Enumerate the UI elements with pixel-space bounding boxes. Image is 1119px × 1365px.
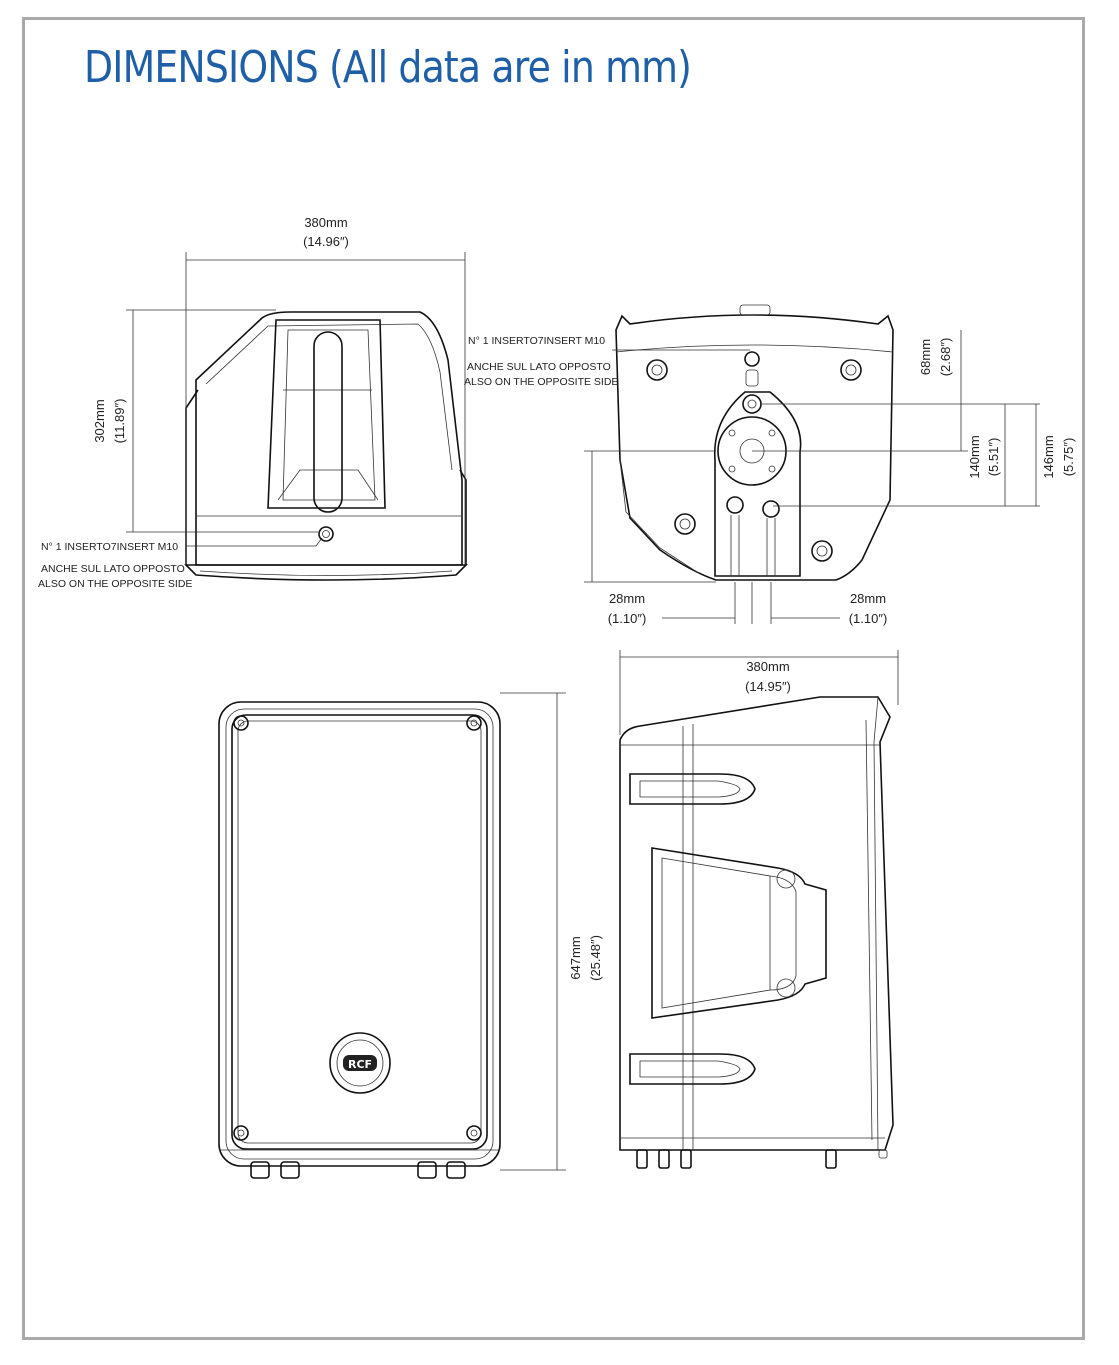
top-opposite-note-it: ANCHE SUL LATO OPPOSTO — [41, 563, 185, 575]
dim-146-in: (5.75″) — [1061, 438, 1076, 477]
rcf-logo-badge — [329, 1032, 391, 1094]
front-height-mm: 647mm — [568, 936, 583, 979]
dim-28a-in: (1.10″) — [608, 611, 647, 626]
bottom-screw — [674, 513, 696, 535]
side-handle-lower — [629, 1053, 756, 1085]
side-depth-mm: 380mm — [746, 659, 789, 674]
dim-28a-mm: 28mm — [609, 591, 645, 606]
top-height-mm: 302mm — [92, 399, 107, 442]
top-height-in: (11.89″) — [112, 399, 127, 444]
bottom-opposite-note-en: ALSO ON THE OPPOSITE SIDE — [464, 376, 618, 388]
side-handle-upper — [629, 773, 756, 805]
side-view: 380mm (14.95″) — [619, 650, 899, 1169]
side-cabinet — [619, 696, 894, 1151]
dim-68-mm: 68mm — [918, 339, 933, 375]
dim-140-mm: 140mm — [967, 435, 982, 478]
top-opposite-note-en: ALSO ON THE OPPOSITE SIDE — [38, 578, 192, 590]
front-cabinet — [218, 701, 501, 1167]
bottom-opposite-note-it: ANCHE SUL LATO OPPOSTO — [467, 361, 611, 373]
top-view-body — [195, 311, 463, 566]
bottom-screw — [646, 359, 668, 381]
bottom-insert-note: N° 1 INSERTO7INSERT M10 — [468, 335, 605, 347]
top-handle-frame — [267, 319, 386, 509]
front-grille — [231, 714, 488, 1150]
top-insert-note: N° 1 INSERTO7INSERT M10 — [41, 541, 178, 553]
page-frame — [22, 17, 1085, 1340]
rcf-logo: RCF — [348, 1058, 372, 1071]
top-width-mm: 380mm — [304, 215, 347, 230]
side-recess — [651, 847, 827, 1019]
page-title: DIMENSIONS (All data are in mm) — [84, 42, 692, 93]
dim-28b-mm: 28mm — [850, 591, 886, 606]
top-width-in: (14.96″) — [303, 234, 349, 249]
pole-mount-plate — [713, 391, 802, 577]
bottom-insert-m10 — [742, 394, 762, 414]
dim-28b-in: (1.10″) — [849, 611, 888, 626]
dim-146-mm: 146mm — [1041, 435, 1056, 478]
bottom-screw — [811, 540, 833, 562]
bottom-screw — [840, 359, 862, 381]
bottom-view-body — [615, 314, 894, 581]
front-view: RCF 647mm (25.48″) — [218, 692, 603, 1179]
top-insert-m10 — [318, 526, 334, 542]
front-height-in: (25.48″) — [588, 935, 603, 981]
dim-68-in: (2.68″) — [938, 338, 953, 377]
bottom-view: N° 1 INSERTO7INSERT M10 ANCHE SUL LATO O… — [464, 304, 1076, 626]
top-view: N° 1 INSERTO7INSERT M10 ANCHE SUL LATO O… — [38, 215, 468, 590]
side-depth-in: (14.95″) — [745, 679, 791, 694]
top-handle-bar — [313, 331, 343, 513]
dim-140-in: (5.51″) — [986, 438, 1001, 477]
